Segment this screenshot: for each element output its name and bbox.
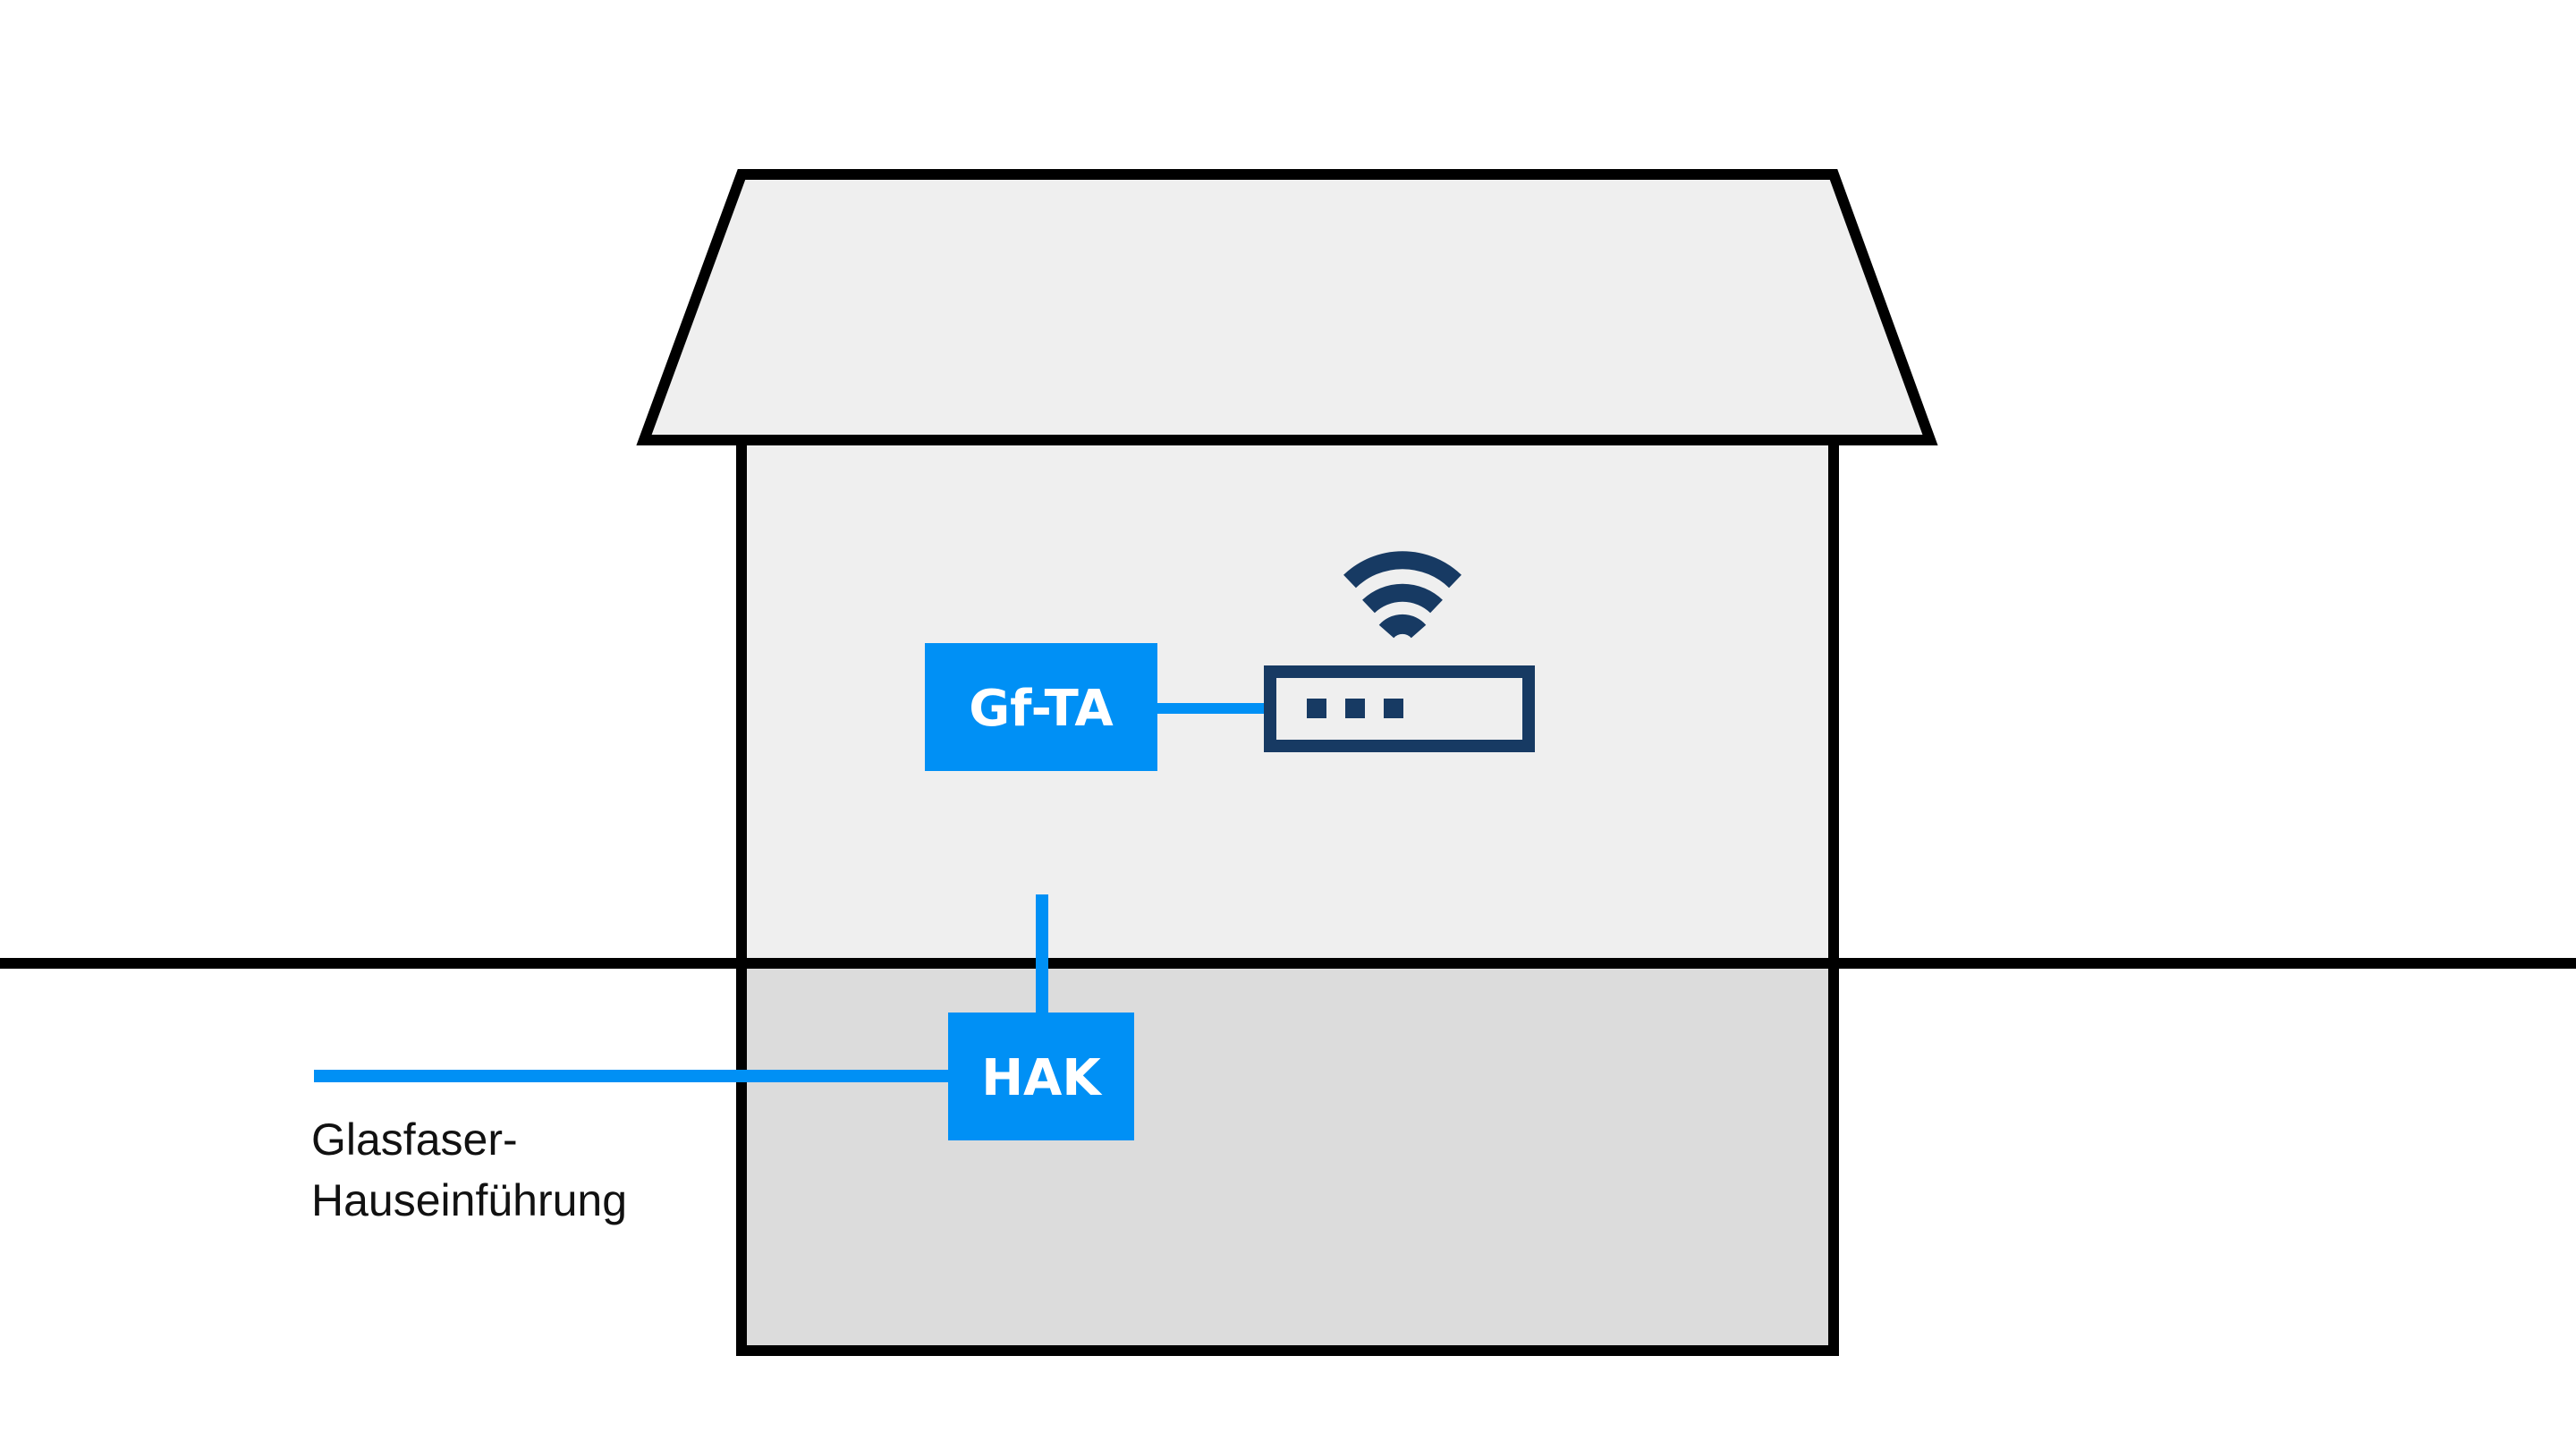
hak-node: HAK [948,1013,1134,1140]
house-walls [736,440,1839,1356]
hak-label: HAK [981,1049,1103,1107]
fiber-entry-caption: Glasfaser- Hauseinführung [311,1109,627,1231]
gfta-box [925,643,1157,771]
router-led-3 [1384,699,1403,718]
gfta-label: Gf-TA [969,680,1114,738]
hak-box [948,1013,1134,1140]
caption-line-2: Hauseinführung [311,1175,628,1225]
router-led-2 [1345,699,1365,718]
house-roof [636,169,1938,445]
house-ground-floor [741,440,1834,963]
caption-line-1: Glasfaser- [311,1114,518,1165]
router-led-1 [1307,699,1326,718]
wifi-icon [1343,551,1462,639]
gfta-node: Gf-TA [925,643,1157,771]
router-icon [1264,665,1535,752]
house-basement [741,963,1834,1351]
